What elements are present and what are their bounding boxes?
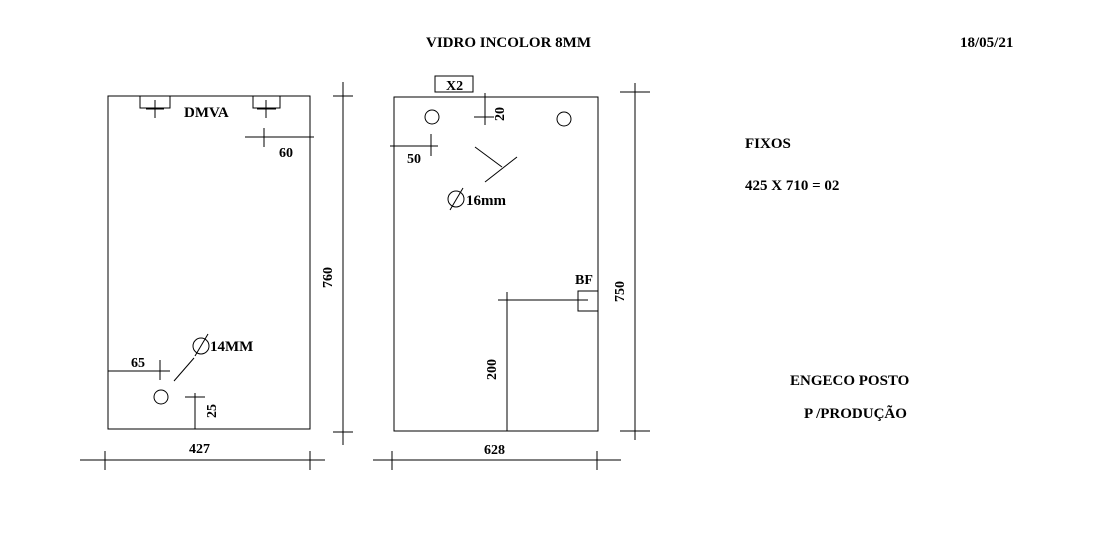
left-dim-bottom-offset: 25	[205, 404, 220, 418]
drawing-title: VIDRO INCOLOR 8MM	[426, 35, 591, 51]
left-dim-width: 427	[189, 442, 210, 457]
right-panel-outline	[393, 96, 599, 432]
right-hole-right	[556, 111, 572, 127]
left-dim-height: 760	[321, 267, 336, 288]
right-dim-fitting-height: 200	[485, 359, 500, 380]
right-fitting-box	[577, 290, 599, 312]
right-hole-leader-1	[474, 146, 503, 168]
left-hole-size: 14MM	[210, 339, 253, 355]
notes-spec: 425 X 710 = 02	[745, 178, 839, 194]
left-dim-top-offset: 60	[279, 146, 293, 161]
left-hole-circle	[153, 389, 169, 405]
right-hole-left	[424, 109, 440, 125]
right-dim-top-offset: 20	[493, 107, 508, 121]
quantity-tag-box	[434, 75, 474, 93]
left-panel-outline	[107, 95, 311, 430]
right-hole-size: 16mm	[466, 193, 506, 209]
drawing-date: 18/05/21	[960, 35, 1013, 51]
right-dim-side-offset: 50	[407, 152, 421, 167]
right-dim-width: 628	[484, 443, 505, 458]
right-glass-panel: X2 20 50 16mm BF 200 750	[373, 75, 650, 470]
right-dim-height: 750	[613, 281, 628, 302]
notes-block: FIXOS 425 X 710 = 02 ENGECO POSTO P /PRO…	[745, 136, 909, 422]
left-hinge-notch-2	[252, 96, 281, 118]
right-hole-diameter-symbol	[447, 187, 465, 211]
left-hole-leader	[173, 357, 195, 382]
left-hole-diameter-symbol	[192, 333, 210, 357]
notes-client: ENGECO POSTO	[790, 373, 909, 389]
notes-purpose: P /PRODUÇÃO	[804, 404, 907, 422]
right-hole-leader-2	[484, 156, 518, 183]
quantity-tag: X2	[446, 79, 463, 94]
notes-heading: FIXOS	[745, 136, 791, 152]
right-fitting-label: BF	[575, 273, 593, 288]
left-dim-side-offset: 65	[131, 356, 145, 371]
left-hinge-notch-1	[139, 96, 171, 118]
left-glass-panel: DMVA 60 760 14MM 65 25 427	[80, 82, 353, 470]
left-panel-label: DMVA	[184, 105, 229, 121]
